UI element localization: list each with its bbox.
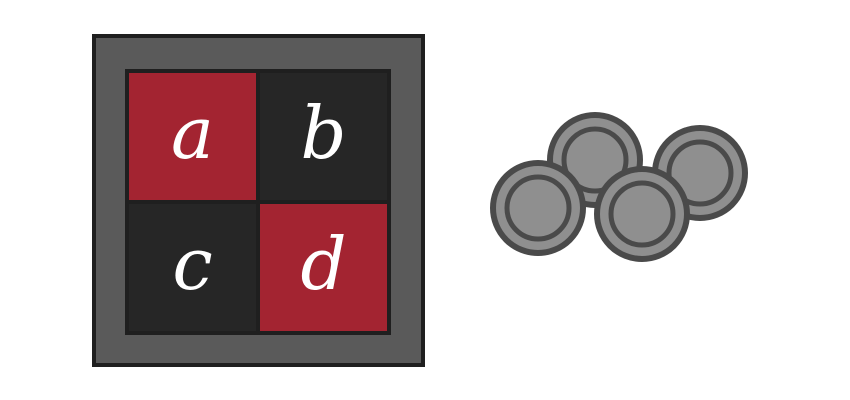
coin [594,166,690,262]
coin-pile [490,112,748,262]
game-board: a b c d [92,34,425,367]
cell-d: d [260,204,387,331]
cell-d-label: d [300,221,347,306]
cell-a: a [129,73,256,200]
coin [490,160,586,256]
cell-a-label: a [171,90,214,175]
cell-c: c [129,204,256,331]
cell-c-label: c [172,221,213,306]
cell-b: b [260,73,387,200]
board-grid: a b c d [125,69,391,335]
cell-b-label: b [300,90,347,175]
